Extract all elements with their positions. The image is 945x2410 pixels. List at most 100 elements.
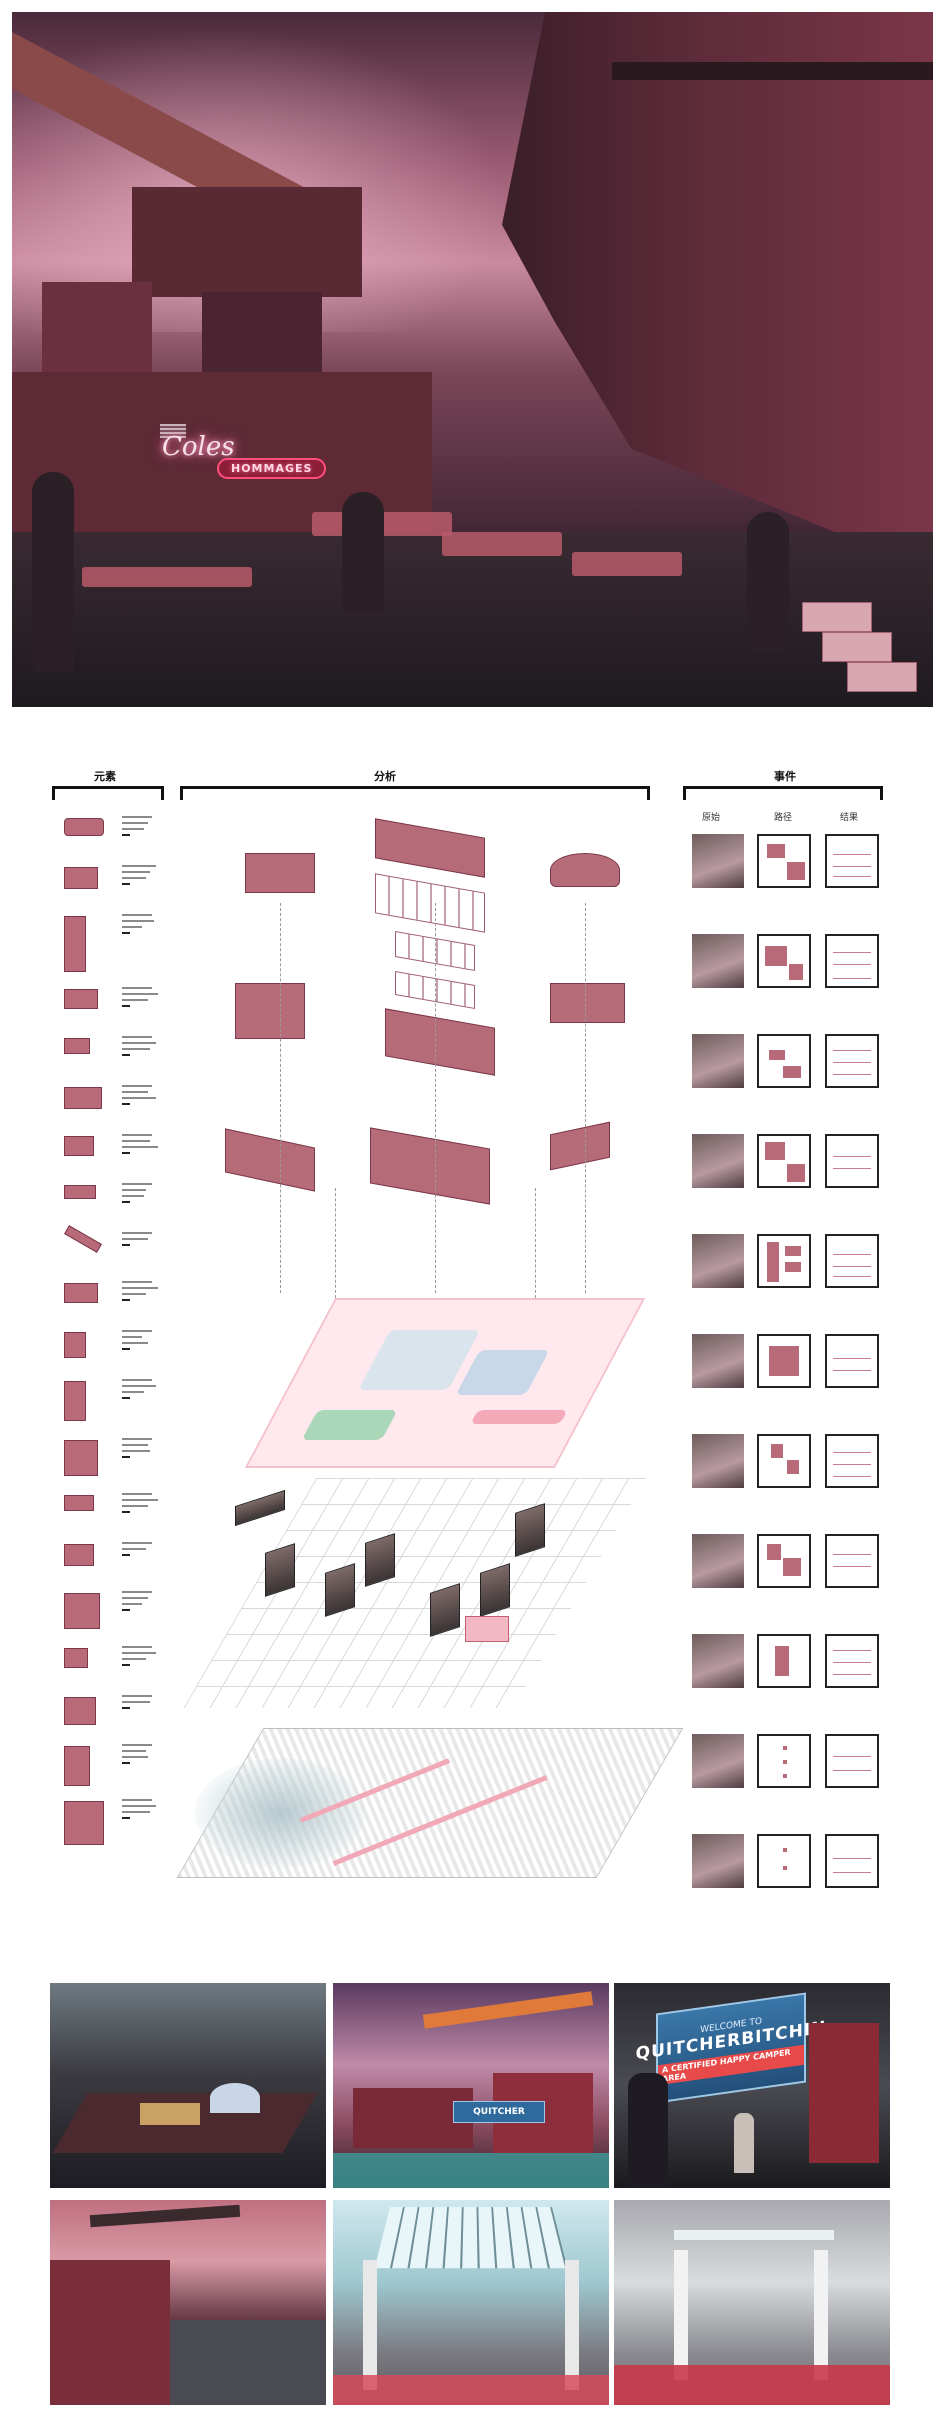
wall-vent xyxy=(160,424,186,438)
element-model xyxy=(64,1593,100,1629)
event-result-sketch xyxy=(825,1434,879,1488)
model-block xyxy=(235,983,305,1039)
render-crane xyxy=(89,2204,241,2228)
event-path-plan xyxy=(757,1334,811,1388)
element-item xyxy=(58,1432,168,1484)
element-model xyxy=(64,1495,94,1511)
event-result-sketch xyxy=(825,1834,879,1888)
event-origin-photo xyxy=(692,1434,744,1488)
event-row xyxy=(690,1834,900,1890)
event-path-plan xyxy=(757,1634,811,1688)
render-aerial-night xyxy=(50,1983,326,2188)
element-notes xyxy=(122,1744,162,1768)
element-item xyxy=(58,1793,168,1853)
events-header-origin: 原始 xyxy=(702,813,721,823)
bracket-analysis xyxy=(180,786,650,800)
model-dome xyxy=(550,853,620,887)
render-column xyxy=(363,2260,377,2390)
hero-render: Coles HOMMAGES xyxy=(12,12,933,707)
ship-deck xyxy=(612,62,933,80)
neon-sign: Coles HOMMAGES xyxy=(162,432,327,479)
element-item xyxy=(58,1275,168,1321)
element-item xyxy=(58,1738,168,1790)
element-notes xyxy=(122,1799,162,1823)
event-path-plan xyxy=(757,1034,811,1088)
bracket-elements xyxy=(52,786,164,800)
element-notes xyxy=(122,914,162,938)
element-model xyxy=(64,1225,102,1253)
render-person xyxy=(628,2073,668,2188)
plan-building xyxy=(455,1350,550,1395)
element-notes xyxy=(122,1542,162,1560)
event-result-sketch xyxy=(825,1234,879,1288)
element-item xyxy=(58,810,168,856)
event-row xyxy=(690,1734,900,1790)
events-header-path: 路径 xyxy=(774,813,793,823)
element-model xyxy=(64,989,98,1009)
element-notes xyxy=(122,816,162,840)
element-model xyxy=(64,1697,96,1725)
person-figure xyxy=(342,492,384,612)
event-origin-photo xyxy=(692,934,744,988)
render-dome xyxy=(210,2083,260,2113)
event-path-plan xyxy=(757,834,811,888)
guide-line xyxy=(535,1188,536,1298)
element-item xyxy=(58,1373,168,1429)
render-market-hall xyxy=(614,2200,890,2405)
element-notes xyxy=(122,1330,162,1354)
column-title-elements: 元素 xyxy=(94,770,116,783)
event-row xyxy=(690,1634,900,1690)
person-figure xyxy=(32,472,74,672)
element-model xyxy=(64,1801,104,1845)
neon-badge-text: HOMMAGES xyxy=(217,458,327,479)
event-result-sketch xyxy=(825,934,879,988)
events-header-result: 结果 xyxy=(840,813,859,823)
render-water xyxy=(333,2153,609,2188)
render-stalls xyxy=(614,2365,890,2405)
render-column xyxy=(565,2260,579,2390)
render-column xyxy=(814,2250,828,2380)
person-figure xyxy=(747,512,789,652)
sea-fog xyxy=(195,1758,365,1868)
site-plan-layer xyxy=(244,1298,646,1468)
element-model xyxy=(64,1136,94,1156)
event-origin-photo xyxy=(692,1534,744,1588)
element-model xyxy=(64,1381,86,1421)
event-path-plan xyxy=(757,1534,811,1588)
render-wall xyxy=(809,2023,879,2163)
event-path-plan xyxy=(757,934,811,988)
render-column xyxy=(674,2250,688,2380)
render-skylight xyxy=(374,2207,568,2269)
event-result-sketch xyxy=(825,1134,879,1188)
event-result-sketch xyxy=(825,1334,879,1388)
element-item xyxy=(58,908,168,978)
element-notes xyxy=(122,1085,162,1109)
market-stall xyxy=(572,552,682,576)
element-model xyxy=(64,1440,98,1476)
render-rooftop xyxy=(50,2200,326,2405)
render-dusk-market: QUITCHER xyxy=(333,1983,609,2188)
crate xyxy=(802,602,872,632)
render-person xyxy=(734,2113,754,2173)
column-title-analysis: 分析 xyxy=(374,770,396,783)
model-bow xyxy=(550,1121,610,1171)
guide-line xyxy=(585,903,586,1293)
element-item xyxy=(58,1079,168,1125)
neon-script-text: Coles xyxy=(162,432,235,462)
element-model xyxy=(64,1332,86,1358)
crate xyxy=(847,662,917,692)
event-origin-photo xyxy=(692,1034,744,1088)
event-path-plan xyxy=(757,1134,811,1188)
element-item xyxy=(58,1640,168,1686)
element-notes xyxy=(122,1232,162,1250)
guide-line xyxy=(435,903,436,1293)
event-origin-photo xyxy=(692,1734,744,1788)
model-ship-part xyxy=(550,983,625,1023)
crate xyxy=(822,632,892,662)
element-notes xyxy=(122,987,162,1011)
element-model xyxy=(64,1283,98,1303)
event-row xyxy=(690,834,900,890)
model-hull xyxy=(225,1128,315,1192)
event-path-plan xyxy=(757,1834,811,1888)
left-box xyxy=(42,282,152,372)
